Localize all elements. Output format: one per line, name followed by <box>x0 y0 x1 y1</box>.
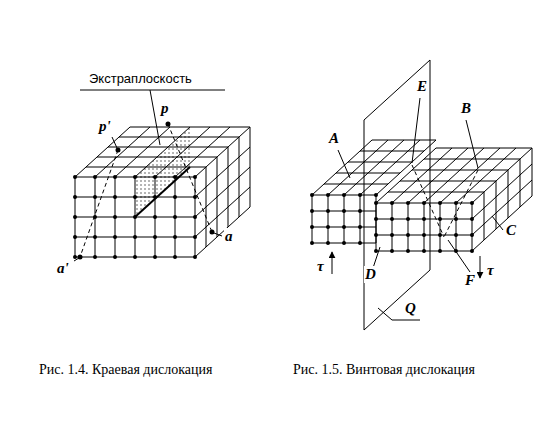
point-label: A <box>328 130 340 147</box>
lattice-top <box>312 140 436 195</box>
figure-caption: Рис. 1.4. Краевая дислокация <box>38 362 213 377</box>
point-label: a <box>224 228 234 245</box>
leader-line <box>338 98 503 320</box>
lattice-nodes <box>312 195 472 251</box>
point-label: E <box>416 78 428 95</box>
point-label: p' <box>98 118 112 135</box>
point-label: p <box>160 100 170 117</box>
figure-caption: Рис. 1.5. Винтовая дислокация <box>292 362 476 377</box>
point-label: D <box>364 266 377 283</box>
callout-label: Экстраплоскость <box>88 72 193 86</box>
point-dots <box>80 124 212 257</box>
lattice-side <box>472 148 532 251</box>
burgers-line <box>80 124 212 257</box>
point-label: a' <box>56 260 70 277</box>
dislocation-line <box>412 165 478 237</box>
leader-line <box>74 90 225 261</box>
shear-arrow <box>480 256 481 278</box>
lattice-side <box>195 127 250 257</box>
lattice-front <box>312 195 376 243</box>
point-label: C <box>505 222 517 239</box>
shear-arrow <box>332 252 333 274</box>
lattice-top <box>75 127 250 177</box>
point-label: F <box>464 272 476 289</box>
stress-symbol: τ <box>486 262 495 279</box>
dislocation-line <box>135 167 190 217</box>
plane-label: Q <box>404 300 417 317</box>
stress-symbol: τ <box>316 258 325 275</box>
extra-plane <box>135 127 190 217</box>
lattice-top <box>376 148 532 203</box>
point-label: B <box>460 100 472 117</box>
